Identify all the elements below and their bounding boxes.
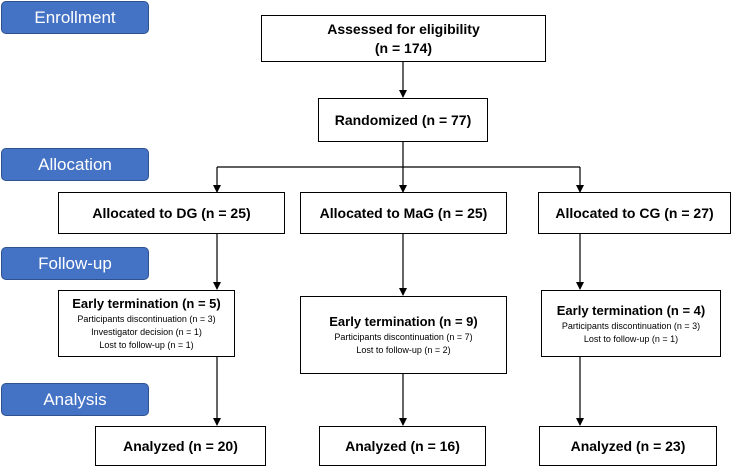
termination-cg-reason: Lost to follow-up (n = 1) [583,333,679,344]
termination-cg-title: Early termination (n = 4) [556,302,706,318]
allocated-dg-box: Allocated to DG (n = 25) [58,192,285,234]
analyzed-cg-box: Analyzed (n = 23) [539,426,717,466]
allocated-cg-label: Allocated to CG (n = 27) [555,204,714,221]
phase-followup: Follow-up [1,247,149,280]
termination-dg-reason: Lost to follow-up (n = 1) [99,340,194,350]
analyzed-mag-label: Analyzed (n = 16) [345,437,460,454]
termination-mag-box: Early termination (n = 9) Participants d… [300,296,507,374]
termination-mag-reason: Participants discontinuation (n = 7) [334,332,473,342]
termination-dg-title: Early termination (n = 5) [72,296,221,311]
phase-allocation: Allocation [1,148,149,181]
randomized-box: Randomized (n = 77) [318,98,488,142]
phase-enrollment: Enrollment [1,1,149,34]
allocated-mag-box: Allocated to MaG (n = 25) [300,192,507,234]
termination-mag-reason: Lost to follow-up (n = 2) [356,345,451,355]
eligibility-count: (n = 174) [374,39,433,56]
eligibility-box: Assessed for eligibility (n = 174) [261,15,546,62]
termination-cg-reason: Participants discontinuation (n = 3) [561,320,701,331]
analyzed-dg-box: Analyzed (n = 20) [95,426,266,466]
eligibility-title: Assessed for eligibility [327,20,480,37]
termination-cg-box: Early termination (n = 4) Participants d… [541,290,721,357]
phase-analysis: Analysis [1,383,149,416]
termination-dg-reason: Participants discontinuation (n = 3) [77,314,216,324]
randomized-label: Randomized (n = 77) [334,111,472,128]
analyzed-dg-label: Analyzed (n = 20) [123,437,238,454]
termination-dg-box: Early termination (n = 5) Participants d… [58,290,235,357]
allocated-dg-label: Allocated to DG (n = 25) [92,204,251,221]
termination-dg-reason: Investigator decision (n = 1) [91,327,202,337]
analyzed-cg-label: Analyzed (n = 23) [570,437,686,454]
termination-mag-title: Early termination (n = 9) [329,314,478,329]
allocated-mag-label: Allocated to MaG (n = 25) [319,204,488,221]
allocated-cg-box: Allocated to CG (n = 27) [538,192,731,234]
analyzed-mag-box: Analyzed (n = 16) [319,426,486,466]
